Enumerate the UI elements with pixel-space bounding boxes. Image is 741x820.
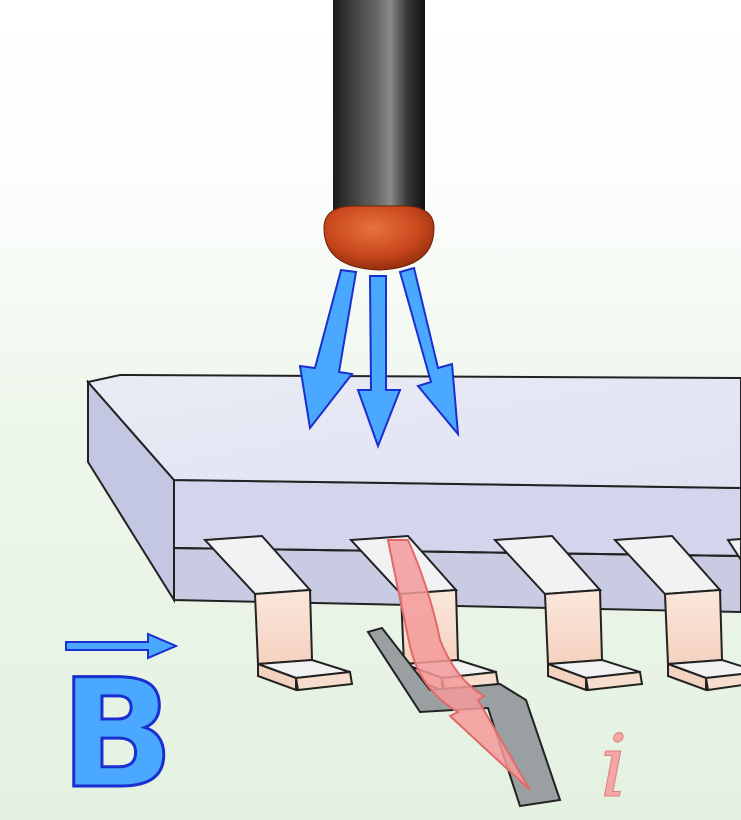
probe-rod — [333, 0, 425, 212]
chip-top-surface — [86, 373, 741, 490]
flux-arrow-right — [398, 266, 460, 438]
field-symbol-b: B — [60, 648, 174, 820]
pin — [612, 534, 741, 692]
vector-arrow — [65, 632, 179, 660]
flux-arrow-middle — [356, 275, 402, 449]
magnet-probe — [323, 0, 435, 271]
pin — [202, 534, 354, 692]
pin-partial — [726, 537, 741, 562]
flux-arrow-left — [298, 268, 358, 431]
probe-tip — [323, 205, 435, 271]
current-symbol-i: i — [600, 717, 628, 817]
magnetic-flux-arrows — [298, 266, 460, 449]
magnetic-field-vector: B — [59, 632, 179, 820]
pin — [492, 534, 644, 692]
current-arrow — [386, 539, 531, 791]
